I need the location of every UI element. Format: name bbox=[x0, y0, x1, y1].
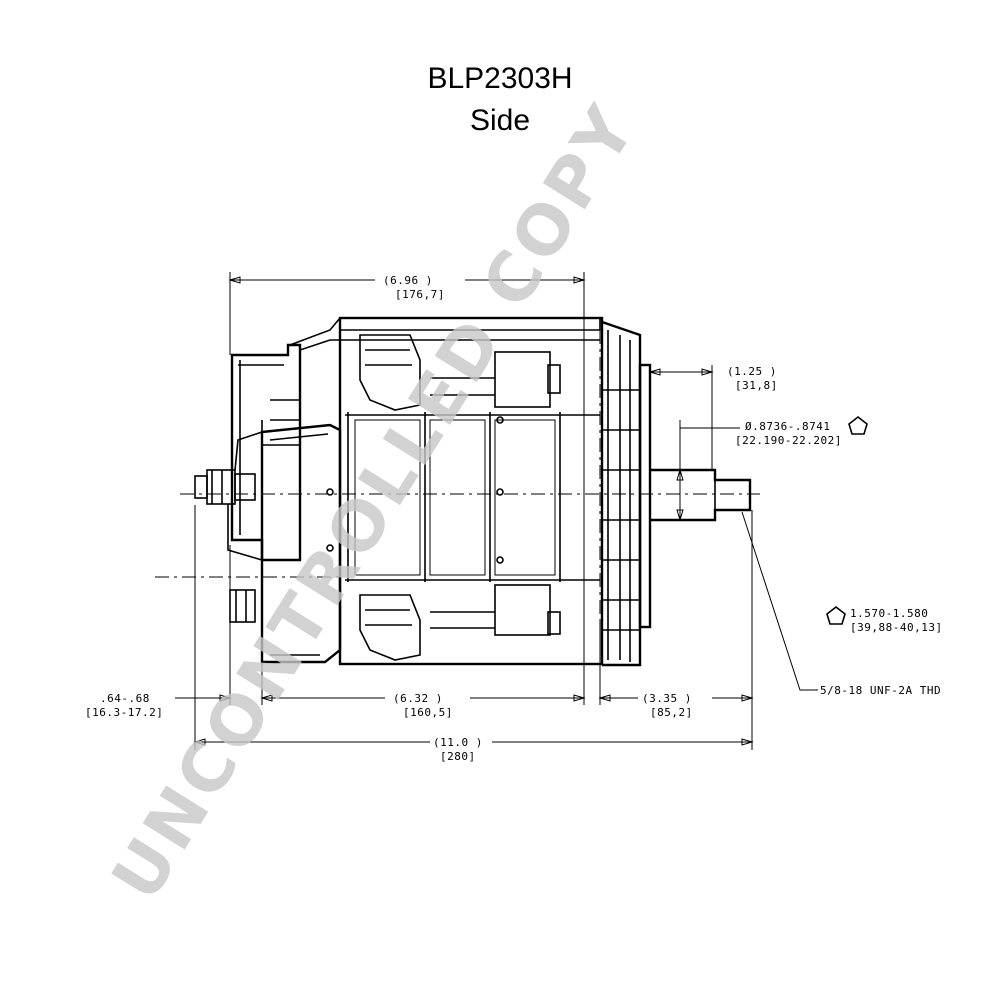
uncontrolled-copy-watermark: UNCONTROLLED COPY bbox=[97, 91, 652, 914]
shaft-diameter-inch: Ø.8736-.8741 bbox=[745, 420, 830, 433]
terminal-offset-mm: [16.3-17.2] bbox=[85, 706, 163, 719]
shaft-length-mm: [39,88-40,13] bbox=[850, 621, 943, 634]
shaft-extension-inch: (3.35 ) bbox=[642, 692, 692, 705]
dimension-lines bbox=[175, 272, 868, 750]
overall-length-inch: (11.0 ) bbox=[433, 736, 483, 749]
alternator-outline bbox=[155, 316, 760, 667]
view-subtitle: Side bbox=[469, 104, 531, 137]
pulley-offset-mm: [31,8] bbox=[735, 379, 778, 392]
terminal-offset-inch: .64-.68 bbox=[100, 692, 150, 705]
mount-span-inch: (6.32 ) bbox=[393, 692, 443, 705]
dimension-labels: (6.96 ) [176,7] (1.25 ) [31,8] Ø.8736-.8… bbox=[85, 274, 943, 763]
overall-body-inch: (6.96 ) bbox=[383, 274, 433, 287]
mount-span-mm: [160,5] bbox=[403, 706, 453, 719]
part-number-title: BLP2303H bbox=[427, 62, 573, 95]
thread-spec-label: 5/8-18 UNF-2A THD bbox=[820, 684, 941, 697]
pulley-offset-inch: (1.25 ) bbox=[727, 365, 777, 378]
overall-length-mm: [280] bbox=[440, 750, 476, 763]
shaft-diameter-mm: [22.190-22.202] bbox=[735, 434, 842, 447]
shaft-extension-mm: [85,2] bbox=[650, 706, 693, 719]
overall-body-mm: [176,7] bbox=[395, 288, 445, 301]
shaft-length-inch: 1.570-1.580 bbox=[850, 607, 928, 620]
title-block: BLP2303H Side bbox=[0, 58, 1000, 142]
